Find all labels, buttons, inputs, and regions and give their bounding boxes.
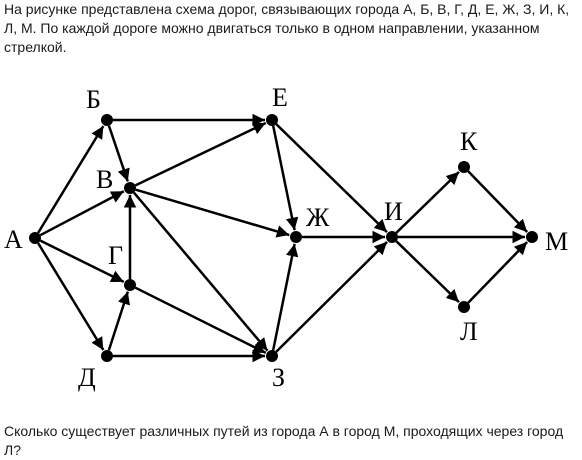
edge-B-V xyxy=(107,125,130,182)
node-label-V: В xyxy=(96,165,113,194)
node-label-B: Б xyxy=(86,85,101,114)
edge-G-Z xyxy=(134,286,267,354)
node-G xyxy=(124,279,136,291)
node-V xyxy=(124,182,136,194)
edge-V-Zh xyxy=(135,188,290,238)
node-label-E: Е xyxy=(272,83,288,112)
edge-A-D xyxy=(37,242,105,351)
intro-text: На рисунке представлена схема дорог, свя… xyxy=(4,1,570,55)
edge-V-Z xyxy=(132,191,269,352)
node-D xyxy=(101,350,113,362)
node-label-M: М xyxy=(545,227,568,256)
node-label-A: А xyxy=(4,225,23,254)
node-label-L: Л xyxy=(460,317,478,346)
node-label-I: И xyxy=(384,197,403,226)
node-label-K: К xyxy=(460,127,478,156)
edge-Z-I xyxy=(275,241,388,353)
node-label-D: Д xyxy=(78,363,96,392)
node-label-G: Г xyxy=(108,241,123,270)
edge-L-M xyxy=(467,241,529,304)
edge-A-G xyxy=(39,239,125,284)
question-text: Сколько существует различных путей из го… xyxy=(4,423,564,458)
edge-D-G xyxy=(107,291,130,351)
edge-E-Zh xyxy=(271,125,299,231)
node-I xyxy=(386,231,398,243)
node-L xyxy=(458,301,470,313)
node-label-Zh: Ж xyxy=(306,203,330,232)
node-label-Z: З xyxy=(272,363,285,392)
edge-A-B xyxy=(37,125,105,234)
edge-V-E xyxy=(134,121,267,187)
node-M xyxy=(526,231,538,243)
edge-I-L xyxy=(395,240,460,304)
edge-Z-Zh xyxy=(271,243,299,351)
node-Z xyxy=(266,350,278,362)
node-K xyxy=(458,161,470,173)
node-B xyxy=(101,114,113,126)
edge-E-I xyxy=(275,123,388,234)
node-A xyxy=(29,232,41,244)
edge-K-M xyxy=(467,170,529,233)
node-E xyxy=(266,114,278,126)
node-Zh xyxy=(290,231,302,243)
edge-I-K xyxy=(395,170,460,234)
edge-A-V xyxy=(39,190,125,237)
